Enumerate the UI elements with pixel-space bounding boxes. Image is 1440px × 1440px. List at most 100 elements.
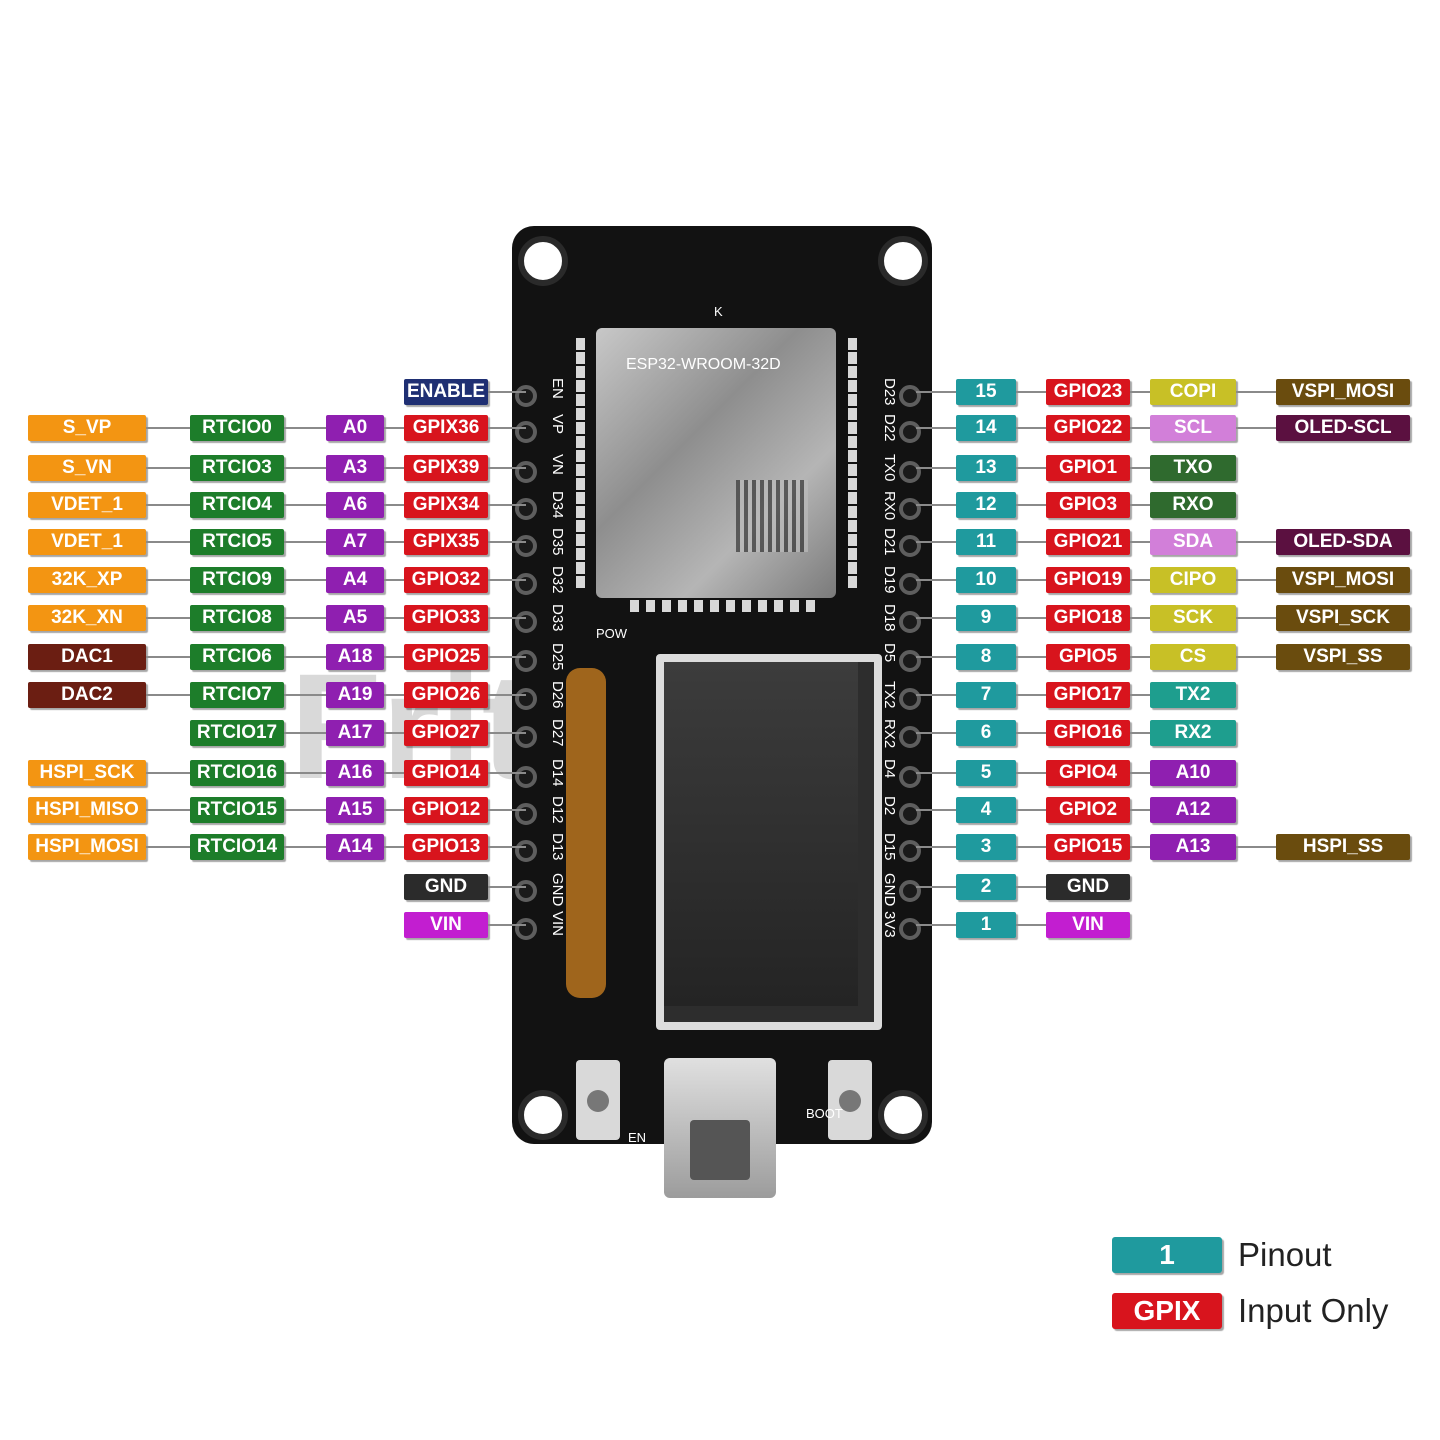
silkscreen-label: D15: [881, 833, 898, 861]
pin-tag: 12: [956, 492, 1016, 518]
connector-line: [1016, 579, 1046, 581]
pin-tag: A18: [326, 644, 384, 670]
header-pin: [899, 766, 921, 788]
module-pad: [726, 600, 735, 612]
connector-line: [1016, 886, 1046, 888]
connector-line: [488, 656, 526, 658]
connector-line: [1236, 579, 1276, 581]
silkscreen-label: D27: [549, 719, 566, 747]
module-pad: [630, 600, 639, 612]
connector-line: [1130, 427, 1150, 429]
silkscreen-label: RX2: [881, 719, 898, 749]
silkscreen-label: TX2: [881, 681, 898, 709]
connector-line: [488, 886, 526, 888]
module-pad: [576, 436, 585, 448]
pin-tag: 15: [956, 379, 1016, 405]
silkscreen-label: VN: [549, 454, 566, 475]
connector-line: [284, 772, 326, 774]
pin-tag: A6: [326, 492, 384, 518]
silkscreen-label: D4: [881, 759, 898, 779]
silkscreen-label: D21: [881, 528, 898, 556]
connector-line: [1130, 617, 1150, 619]
connector-line: [1130, 391, 1150, 393]
module-pad: [774, 600, 783, 612]
connector-line: [284, 504, 326, 506]
silkscreen-label: D19: [881, 566, 898, 594]
module-pad: [576, 394, 585, 406]
connector-line: [488, 427, 526, 429]
pin-tag: 32K_XN: [28, 605, 146, 631]
pin-tag: VDET_1: [28, 492, 146, 518]
header-pin: [899, 611, 921, 633]
connector-line: [284, 732, 326, 734]
module-pad: [848, 338, 857, 350]
module-label: ESP32-WROOM-32D: [626, 356, 781, 373]
silkscreen-label: D32: [549, 566, 566, 594]
pin-tag: GND: [1046, 874, 1130, 900]
pin-tag: S_VN: [28, 455, 146, 481]
connector-line: [1016, 391, 1046, 393]
pin-tag: RTCIO0: [190, 415, 284, 441]
connector-line: [488, 732, 526, 734]
module-pad: [848, 576, 857, 588]
pin-tag: RTCIO8: [190, 605, 284, 631]
pin-tag: HSPI_SCK: [28, 760, 146, 786]
module-pad: [848, 394, 857, 406]
connector-line: [284, 809, 326, 811]
silkscreen-label: D2: [881, 796, 898, 816]
connector-line: [384, 579, 404, 581]
silkscreen-label: D13: [549, 833, 566, 861]
module-pad: [678, 600, 687, 612]
silkscreen-label: D14: [549, 759, 566, 787]
connector-line: [1016, 656, 1046, 658]
pin-tag: 2: [956, 874, 1016, 900]
connector-line: [1016, 732, 1046, 734]
connector-line: [916, 886, 956, 888]
silkscreen-label: D5: [881, 643, 898, 663]
connector-line: [1016, 467, 1046, 469]
module-pad: [576, 422, 585, 434]
pin-tag: GPIO21: [1046, 529, 1130, 555]
module-pad: [576, 352, 585, 364]
pin-tag: GPIX39: [404, 455, 488, 481]
header-pin: [899, 726, 921, 748]
connector-line: [1130, 694, 1150, 696]
pin-tag: 14: [956, 415, 1016, 441]
connector-line: [1016, 504, 1046, 506]
pin-tag: VSPI_SS: [1276, 644, 1410, 670]
silkscreen-label: D12: [549, 796, 566, 824]
pin-tag: GPIO25: [404, 644, 488, 670]
pin-tag: TX2: [1150, 682, 1236, 708]
header-pin: [899, 461, 921, 483]
module-pad: [576, 520, 585, 532]
connector-line: [488, 579, 526, 581]
pin-tag: VSPI_SCK: [1276, 605, 1410, 631]
connector-line: [146, 579, 190, 581]
connector-line: [488, 772, 526, 774]
silkscreen-label: 3V3: [881, 911, 898, 938]
connector-line: [916, 772, 956, 774]
boot-label: BOOT: [806, 1106, 843, 1121]
header-pin: [899, 688, 921, 710]
header-pin: [515, 573, 537, 595]
header-pin: [515, 461, 537, 483]
connector-line: [1236, 656, 1276, 658]
module-pad: [576, 450, 585, 462]
pin-tag: GPIO16: [1046, 720, 1130, 746]
pin-tag: RTCIO6: [190, 644, 284, 670]
header-pin: [899, 498, 921, 520]
pin-tag: A16: [326, 760, 384, 786]
silkscreen-label: GND: [881, 873, 898, 907]
pin-tag: TXO: [1150, 455, 1236, 481]
connector-line: [488, 846, 526, 848]
pin-tag: GPIO17: [1046, 682, 1130, 708]
silkscreen-label: RX0: [881, 491, 898, 521]
module-pad: [848, 478, 857, 490]
usb-port: [690, 1120, 750, 1180]
pin-tag: OLED-SDA: [1276, 529, 1410, 555]
pin-tag: COPI: [1150, 379, 1236, 405]
pin-tag: A0: [326, 415, 384, 441]
module-pad: [848, 548, 857, 560]
connector-line: [1016, 617, 1046, 619]
connector-line: [488, 391, 526, 393]
